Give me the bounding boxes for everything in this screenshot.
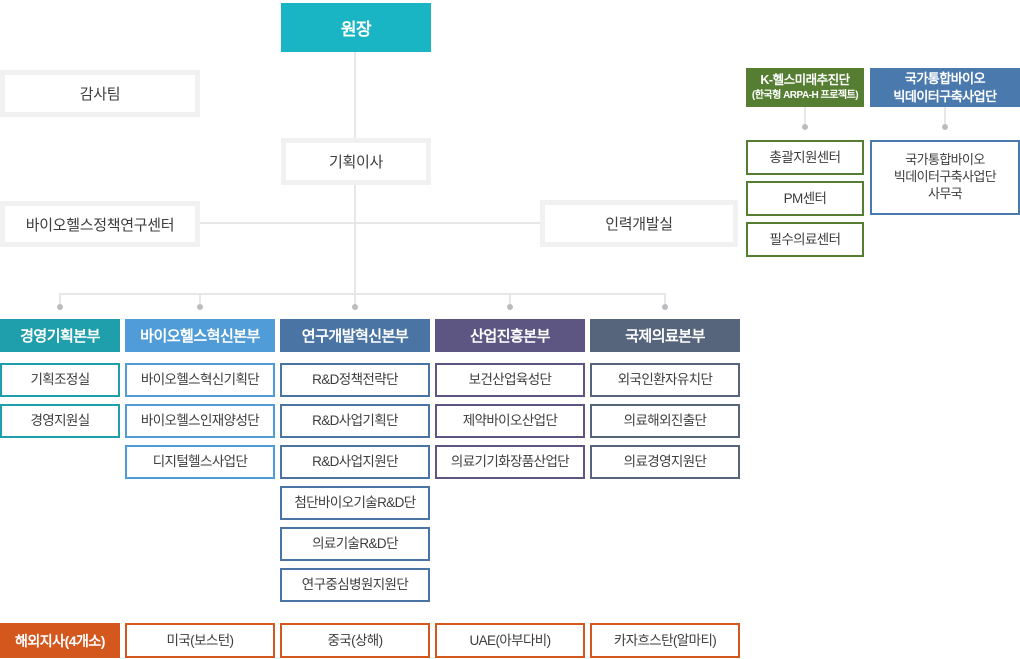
division-label: 연구개발혁신본부 [301, 328, 409, 345]
dept-box: 경영지원실 [0, 404, 120, 438]
connector-stub-div3 [509, 293, 511, 305]
dept-box: 의료경영지원단 [590, 445, 740, 479]
president-box: 원장 [281, 3, 431, 52]
dept-label: 바이오헬스인재양성단 [140, 413, 260, 429]
dept-box: 의료기술R&D단 [280, 527, 430, 561]
dept-box: R&D사업기획단 [280, 404, 430, 438]
dept-label: R&D정책전략단 [312, 372, 398, 388]
connector-stub-div1 [199, 293, 201, 305]
president-label: 원장 [340, 20, 372, 39]
division-header-rnd-innovation: 연구개발혁신본부 [280, 319, 430, 352]
dept-label: 제약바이오산업단 [462, 413, 558, 429]
dept-label: 경영지원실 [30, 413, 90, 429]
division-header-international-healthcare: 국제의료본부 [590, 319, 740, 352]
connector-policy-to-hrd [200, 222, 540, 224]
connector-director-to-bus [354, 185, 356, 294]
connector-stub-div2 [354, 293, 356, 305]
khealth-item-box: 필수의료센터 [746, 222, 864, 257]
bigdata-office-line3: 사무국 [927, 185, 963, 201]
khealth-item-label: 필수의료센터 [769, 231, 842, 247]
overseas-branch-label: 카자흐스탄(알마티) [613, 632, 717, 648]
overseas-branch-label: UAE(아부다비) [469, 632, 551, 648]
audit-team-label: 감사팀 [79, 86, 121, 103]
dept-label: 보건산업육성단 [468, 372, 552, 388]
dept-label: 의료기술R&D단 [312, 536, 398, 552]
dept-box: 바이오헬스인재양성단 [125, 404, 275, 438]
connector-dot-khealth [802, 124, 808, 130]
policy-research-center-box: 바이오헬스정책연구센터 [0, 201, 200, 247]
connector-dot-div4 [662, 304, 668, 310]
connector-division-bus [59, 293, 666, 295]
connector-root-to-director [354, 52, 356, 138]
connector-dot-div0 [57, 304, 63, 310]
bigdata-office-line1: 국가통합바이오 [905, 152, 985, 168]
khealth-item-box: PM센터 [746, 181, 864, 216]
dept-label: 의료해외진출단 [623, 413, 707, 429]
division-label: 바이오헬스혁신본부 [140, 328, 260, 345]
dept-label: 연구중심병원지원단 [301, 577, 409, 593]
division-label: 국제의료본부 [625, 328, 705, 345]
connector-stub-bigdata [944, 107, 946, 125]
khealth-title-line2: (한국형 ARPA-H 프로젝트) [751, 89, 859, 101]
dept-box: 의료기기화장품산업단 [435, 445, 585, 479]
overseas-branch-box: UAE(아부다비) [435, 623, 585, 658]
dept-label: R&D사업기획단 [312, 413, 398, 429]
dept-box: 외국인환자유치단 [590, 363, 740, 397]
audit-team-box: 감사팀 [0, 70, 200, 117]
khealth-item-label: PM센터 [783, 190, 827, 206]
dept-label: 첨단바이오기술R&D단 [294, 495, 416, 511]
bigdata-office-line2: 빅데이터구축사업단 [893, 169, 997, 185]
dept-label: 바이오헬스혁신기획단 [140, 372, 260, 388]
bigdata-title-line1: 국가통합바이오 [904, 70, 986, 86]
hr-development-label: 인력개발실 [605, 216, 673, 233]
bigdata-title-line2: 빅데이터구축사업단 [893, 88, 997, 104]
dept-box: 기획조정실 [0, 363, 120, 397]
planning-director-label: 기획이사 [328, 154, 383, 171]
hr-development-box: 인력개발실 [540, 200, 738, 247]
dept-label: 디지털헬스사업단 [152, 454, 248, 470]
connector-dot-div1 [197, 304, 203, 310]
division-label: 산업진흥본부 [470, 328, 550, 345]
overseas-branch-box: 미국(보스턴) [125, 623, 275, 658]
overseas-branch-box: 중국(상해) [280, 623, 430, 658]
dept-label: 외국인환자유치단 [617, 372, 713, 388]
khealth-header: K-헬스미래추진단 (한국형 ARPA-H 프로젝트) [746, 68, 864, 107]
policy-research-center-label: 바이오헬스정책연구센터 [25, 216, 175, 234]
dept-box: R&D사업지원단 [280, 445, 430, 479]
division-header-biohealth-innovation: 바이오헬스혁신본부 [125, 319, 275, 352]
dept-box: R&D정책전략단 [280, 363, 430, 397]
overseas-branch-label: 중국(상해) [327, 632, 383, 648]
connector-dot-div3 [507, 304, 513, 310]
connector-dot-div2 [352, 304, 358, 310]
planning-director-box: 기획이사 [281, 138, 431, 185]
dept-box: 의료해외진출단 [590, 404, 740, 438]
overseas-branch-box: 카자흐스탄(알마티) [590, 623, 740, 658]
khealth-title-line1: K-헬스미래추진단 [760, 73, 850, 88]
dept-box: 바이오헬스혁신기획단 [125, 363, 275, 397]
division-label: 경영기획본부 [20, 328, 100, 345]
dept-label: R&D사업지원단 [312, 454, 398, 470]
khealth-item-label: 총괄지원센터 [769, 149, 842, 165]
dept-label: 의료기기화장품산업단 [450, 454, 570, 470]
overseas-branches-header: 해외지사(4개소) [0, 623, 120, 658]
connector-stub-khealth [804, 107, 806, 125]
bigdata-office-box: 국가통합바이오 빅데이터구축사업단 사무국 [870, 140, 1020, 215]
division-header-industry-promotion: 산업진흥본부 [435, 319, 585, 352]
dept-label: 기획조정실 [30, 372, 90, 388]
connector-dot-bigdata [942, 124, 948, 130]
dept-box: 보건산업육성단 [435, 363, 585, 397]
division-header-management-planning: 경영기획본부 [0, 319, 120, 352]
dept-box: 제약바이오산업단 [435, 404, 585, 438]
dept-box: 디지털헬스사업단 [125, 445, 275, 479]
dept-box: 연구중심병원지원단 [280, 568, 430, 602]
dept-box: 첨단바이오기술R&D단 [280, 486, 430, 520]
dept-label: 의료경영지원단 [623, 454, 707, 470]
connector-stub-div0 [59, 293, 61, 305]
bigdata-header: 국가통합바이오 빅데이터구축사업단 [870, 68, 1020, 107]
khealth-item-box: 총괄지원센터 [746, 140, 864, 175]
connector-stub-div4 [664, 293, 666, 305]
overseas-header-label: 해외지사(4개소) [15, 632, 105, 649]
overseas-branch-label: 미국(보스턴) [166, 632, 235, 648]
